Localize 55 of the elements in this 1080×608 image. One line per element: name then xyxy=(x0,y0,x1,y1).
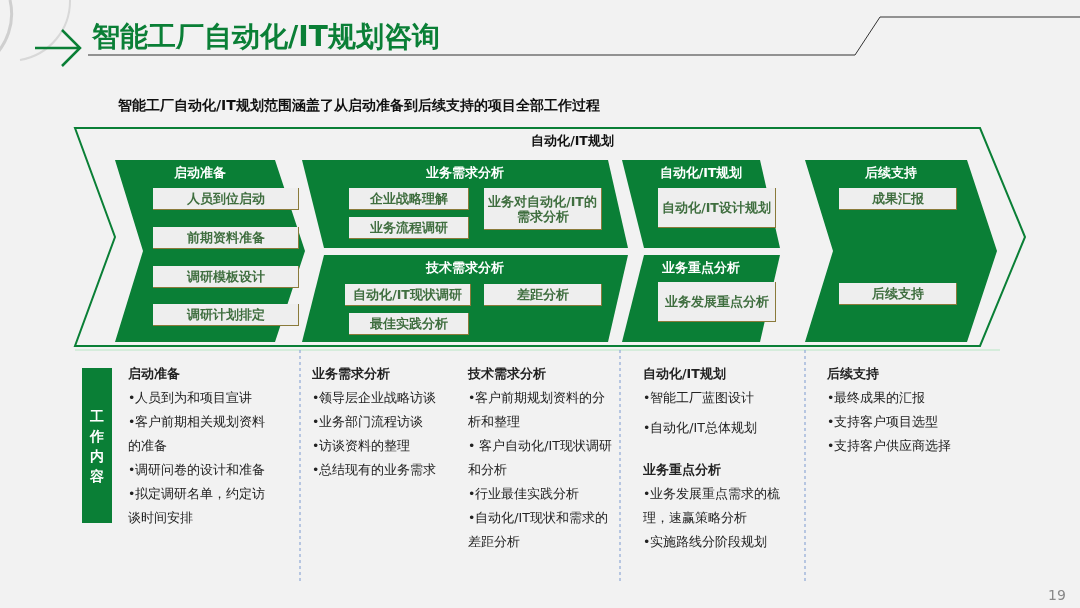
bullet-item: •最终成果的汇报 xyxy=(827,389,927,407)
bullet-item: •自动化/IT总体规划 xyxy=(643,419,758,437)
column-heading: 后续支持 xyxy=(827,365,880,383)
band-title: 自动化/IT规划 xyxy=(530,133,615,150)
bullet-item: •调研问卷的设计和准备 xyxy=(128,461,267,479)
phase-heading: 自动化/IT规划 xyxy=(658,165,744,182)
page-title: 智能工厂自动化/IT规划咨询 xyxy=(92,19,440,55)
phase-panel xyxy=(622,255,780,342)
subtitle: 智能工厂自动化/IT规划范围涵盖了从启动准备到后续支持的项目全部工作过程 xyxy=(118,96,600,115)
task-box: 业务发展重点分析 xyxy=(658,282,776,322)
phase-heading: 业务需求分析 xyxy=(425,165,505,182)
bullet-item: •领导层企业战略访谈 xyxy=(312,389,438,407)
bullet-item: •支持客户供应商选择 xyxy=(827,437,953,455)
phase-panel xyxy=(805,160,997,342)
task-box: 调研模板设计 xyxy=(153,266,299,288)
task-box: 成果汇报 xyxy=(839,188,957,210)
task-box: 人员到位启动 xyxy=(153,188,299,210)
bullet-item: •支持客户项目选型 xyxy=(827,413,940,431)
task-box: 自动化/IT设计规划 xyxy=(658,188,776,228)
column-heading: 启动准备 xyxy=(128,365,181,383)
bullet-item: •人员到为和项目宣讲 xyxy=(128,389,254,407)
bullet-item: •访谈资料的整理 xyxy=(312,437,412,455)
bullet-item: •业务部门流程访谈 xyxy=(312,413,425,431)
bullet-item: •客户前期相关规划资料的准备 xyxy=(128,413,267,455)
task-box: 业务对自动化/IT的需求分析 xyxy=(484,188,602,230)
bullet-item: •业务发展重点需求的梳理，速赢策略分析 xyxy=(643,485,782,527)
task-box: 差距分析 xyxy=(484,284,602,306)
bullet-item: •自动化/IT现状和需求的差距分析 xyxy=(468,509,609,551)
bullet-item: •拟定调研名单，约定访谈时间安排 xyxy=(128,485,267,527)
phase-heading: 后续支持 xyxy=(864,165,918,182)
column-heading: 业务需求分析 xyxy=(312,365,391,383)
task-box: 前期资料准备 xyxy=(153,227,299,249)
bullet-item: •行业最佳实践分析 xyxy=(468,485,581,503)
task-box: 企业战略理解 xyxy=(349,188,469,210)
bullet-item: •智能工厂蓝图设计 xyxy=(643,389,756,407)
bullet-item: •实施路线分阶段规划 xyxy=(643,533,769,551)
phase-panel xyxy=(115,160,305,342)
process-band xyxy=(75,128,1025,346)
phase-heading: 启动准备 xyxy=(173,165,227,182)
page-number: 19 xyxy=(1048,586,1066,605)
task-box: 后续支持 xyxy=(839,283,957,305)
column-heading: 技术需求分析 xyxy=(468,365,547,383)
phase-heading: 技术需求分析 xyxy=(424,260,505,277)
task-box: 业务流程调研 xyxy=(349,217,469,239)
phase-panel xyxy=(622,160,780,248)
bullet-item: •总结现有的业务需求 xyxy=(312,461,438,479)
column-heading: 自动化/IT规划 xyxy=(643,365,727,383)
task-box: 自动化/IT现状调研 xyxy=(345,284,471,306)
section-label-bar: 工作内容 xyxy=(82,368,112,523)
task-box: 最佳实践分析 xyxy=(349,313,469,335)
column-heading: 业务重点分析 xyxy=(643,461,722,479)
task-box: 调研计划排定 xyxy=(153,304,299,326)
bullet-item: • 客户自动化/IT现状调研和分析 xyxy=(468,437,613,479)
bullet-item: •客户前期规划资料的分析和整理 xyxy=(468,389,607,431)
phase-heading: 业务重点分析 xyxy=(661,260,741,277)
